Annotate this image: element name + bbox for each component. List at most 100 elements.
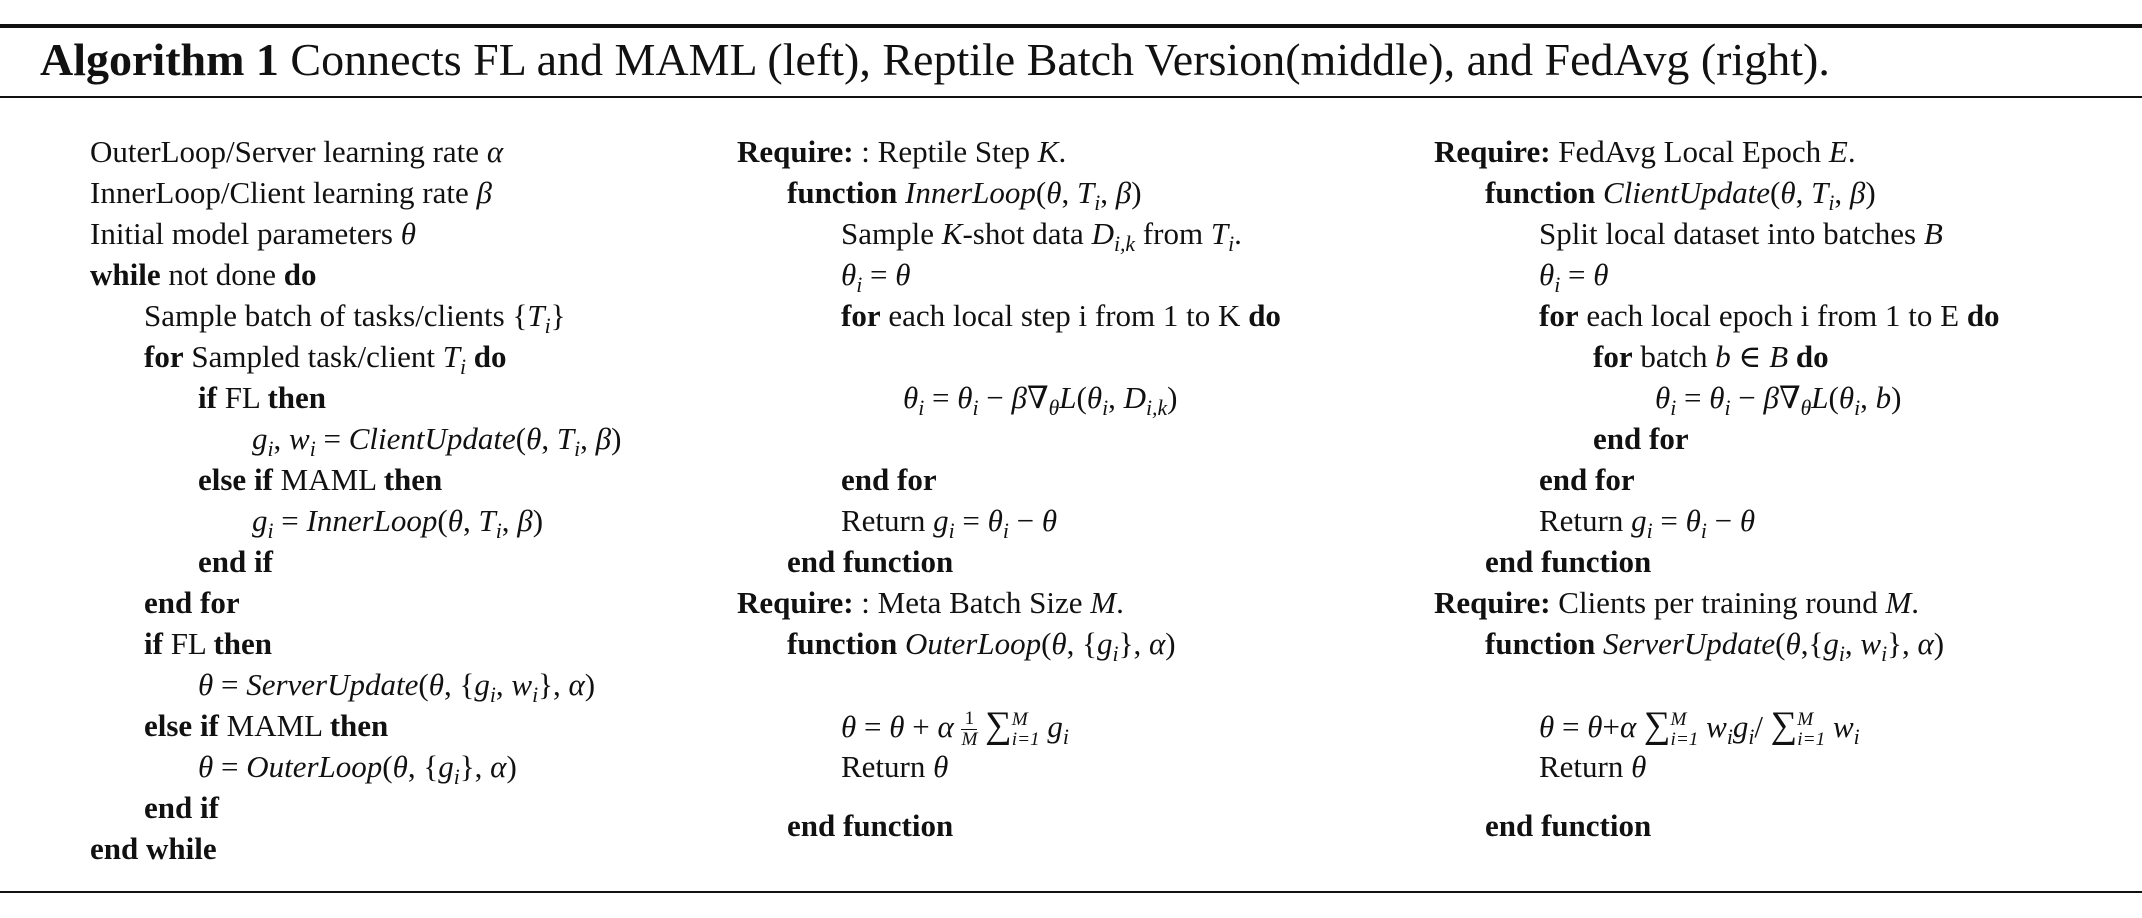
end-function-keyword: end function: [787, 808, 954, 843]
left-end-while: end while: [90, 829, 217, 869]
end-while-keyword: end while: [90, 831, 217, 866]
right-end-function-1: end function: [1485, 542, 1651, 582]
algorithm-caption: Algorithm 1 Connects FL and MAML (left),…: [40, 31, 1830, 89]
alpha-symbol: α: [486, 134, 504, 169]
mid-for-line: for each local step i from 1 to K do: [841, 296, 1281, 336]
left-client-update-eq: gi, wi = ClientUpdate(θ, Ti, β): [252, 421, 622, 462]
right-split-line: Split local dataset into batches B: [1539, 214, 1943, 254]
left-line-1: OuterLoop/Server learning rate α: [90, 132, 503, 172]
shot-data-text: -shot data: [962, 216, 1084, 251]
end-if-keyword: end if: [198, 544, 273, 579]
sample-text: Sample: [841, 216, 934, 251]
require-keyword: Require:: [1434, 134, 1551, 169]
m-symbol: M: [1090, 585, 1117, 620]
right-return-theta: Return θ: [1539, 749, 1647, 784]
left-end-for: end for: [144, 583, 240, 623]
for-keyword: for: [1593, 339, 1633, 374]
end-function-keyword: end function: [1485, 808, 1652, 843]
left-if-fl-line: if FL then: [198, 378, 326, 418]
end-for-keyword: end for: [1593, 421, 1689, 456]
for-text: Sampled task/client: [191, 339, 435, 374]
return-text: Return: [841, 749, 926, 784]
right-for-epoch: for each local epoch i from 1 to E do: [1539, 296, 2000, 336]
clients-per-round-text: Clients per training round: [1558, 585, 1878, 620]
end-if-keyword: end if: [144, 790, 219, 825]
end-function-keyword: end function: [1485, 544, 1652, 579]
algorithm-label: Algorithm 1: [40, 34, 279, 85]
do-keyword: do: [1795, 339, 1829, 374]
left-if-fl-line-2: if FL then: [144, 624, 272, 664]
for-keyword: for: [841, 298, 881, 333]
right-end-for-inner: end for: [1593, 419, 1689, 459]
right-end-function-2: end function: [1485, 806, 1651, 846]
if-keyword: if: [144, 626, 163, 661]
return-text: Return: [1539, 749, 1624, 784]
inner-loop-fn: InnerLoop: [306, 503, 438, 538]
left-line-3: Initial model parameters θ: [90, 214, 416, 254]
left-for-line: for Sampled task/client Ti do: [144, 339, 507, 380]
else-if-keyword: else if: [198, 462, 273, 497]
e-symbol: E: [1828, 134, 1848, 169]
for-keyword: for: [144, 339, 184, 374]
for-text: each local epoch i from 1 to E: [1586, 298, 1960, 333]
m-symbol: M: [1885, 585, 1912, 620]
reptile-step-text: : Reptile Step: [861, 134, 1031, 169]
require-keyword: Require:: [737, 134, 854, 169]
function-keyword: function: [1485, 175, 1596, 210]
server-update-fn: ServerUpdate: [1603, 626, 1776, 661]
while-keyword: while: [90, 257, 161, 292]
outer-loop-fn: OuterLoop: [246, 749, 383, 784]
function-keyword: function: [787, 175, 898, 210]
then-keyword: then: [267, 380, 327, 415]
mid-gradient-step-eq: θi = θi − β∇θL(θi, Di,k): [903, 380, 1178, 421]
inner-loop-fn: InnerLoop: [905, 175, 1036, 210]
while-condition: not done: [168, 257, 276, 292]
mid-require-1: Require: : Reptile Step K.: [737, 134, 1067, 169]
split-text: Split local dataset into batches: [1539, 216, 1917, 251]
right-require-1: Require: FedAvg Local Epoch E.: [1434, 134, 1856, 169]
outer-loop-fn: OuterLoop: [905, 626, 1042, 661]
theta-symbol: θ: [400, 216, 416, 251]
function-keyword: function: [787, 626, 898, 661]
do-keyword: do: [1248, 298, 1281, 333]
algorithm-title: Connects FL and MAML (left), Reptile Bat…: [290, 34, 1830, 85]
k-symbol: K: [1037, 134, 1059, 169]
fl-text: FL: [224, 380, 260, 415]
require-keyword: Require:: [737, 585, 854, 620]
sample-tasks-text: Sample batch of tasks/clients: [144, 298, 505, 333]
do-keyword: do: [473, 339, 507, 374]
mid-return-theta: Return θ: [841, 749, 949, 784]
right-require-2: Require: Clients per training round M.: [1434, 585, 1920, 620]
return-text: Return: [841, 503, 926, 538]
mid-function-outer: function OuterLoop(θ, {gi}, α): [787, 626, 1176, 667]
require-keyword: Require:: [1434, 585, 1551, 620]
mid-end-function-2: end function: [787, 806, 953, 846]
init-params-label: Initial model parameters: [90, 216, 393, 251]
maml-text: MAML: [280, 462, 376, 497]
right-gradient-step-eq: θi = θi − β∇θL(θi, b): [1655, 380, 1902, 421]
beta-symbol: β: [476, 175, 492, 210]
client-update-fn: ClientUpdate: [1603, 175, 1771, 210]
top-rule: [0, 24, 2142, 28]
right-theta-init: θi = θ: [1539, 257, 1609, 298]
mid-function-inner: function InnerLoop(θ, Ti, β): [787, 175, 1142, 216]
left-end-if-1: end if: [198, 542, 273, 582]
left-outer-loop-eq: θ = OuterLoop(θ, {gi}, α): [198, 749, 517, 790]
batch-text: batch: [1640, 339, 1708, 374]
fl-text: FL: [170, 626, 206, 661]
local-epoch-text: FedAvg Local Epoch: [1558, 134, 1822, 169]
return-text: Return: [1539, 503, 1624, 538]
b-symbol: B: [1923, 216, 1943, 251]
caption-rule: [0, 96, 2142, 98]
server-update-fn: ServerUpdate: [246, 667, 419, 702]
end-for-keyword: end for: [144, 585, 240, 620]
left-sample-line: Sample batch of tasks/clients {Ti}: [144, 298, 566, 339]
end-for-keyword: end for: [1539, 462, 1635, 497]
then-keyword: then: [383, 462, 443, 497]
mid-return-g: Return gi = θi − θ: [841, 503, 1058, 544]
then-keyword: then: [329, 708, 389, 743]
right-function-client: function ClientUpdate(θ, Ti, β): [1485, 175, 1876, 216]
mid-require-2: Require: : Meta Batch Size M.: [737, 585, 1124, 620]
